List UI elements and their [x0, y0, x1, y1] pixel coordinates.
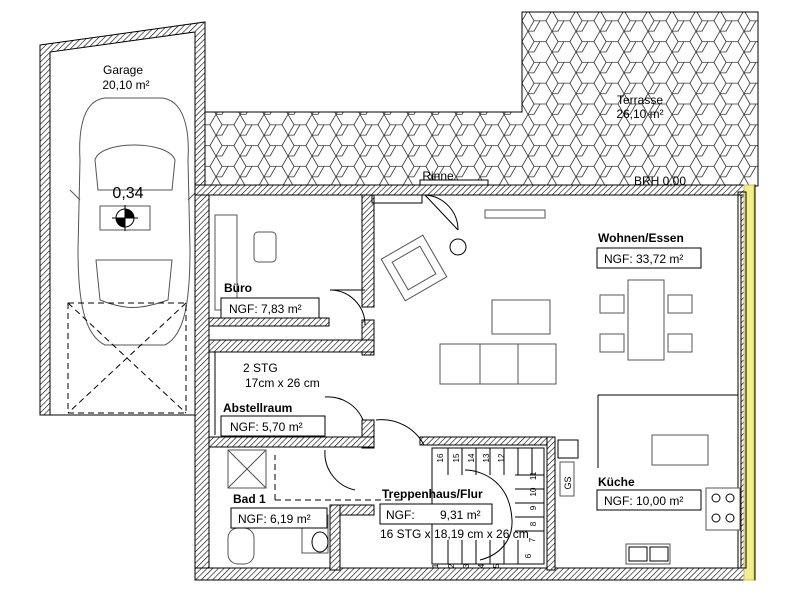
garage: [39, 21, 206, 416]
level-marker-icon: [112, 205, 138, 231]
kueche-ngf-box: [596, 489, 702, 511]
stove-icon: [705, 487, 741, 531]
bad-ngf: NGF: 6,19 m²: [238, 512, 311, 526]
sofa-icon: [439, 343, 557, 385]
stair-number: 5: [492, 563, 501, 568]
stair-number: 1: [431, 563, 440, 568]
kueche-ngf: NGF: 10,00 m²: [604, 494, 683, 508]
sink-icon: [625, 543, 671, 565]
stair-number: 11: [529, 471, 538, 480]
stair-number: 9: [529, 505, 538, 510]
treppe-ngf-label: NGF:: [386, 508, 415, 522]
stair-number: 12: [497, 453, 506, 462]
stg2-line1: 2 STG: [243, 361, 278, 375]
terrace-name: Terrasse: [617, 93, 663, 107]
stair-number: 7: [528, 537, 537, 542]
garage-level: 0,34: [112, 185, 143, 202]
buero-ngf: NGF: 7,83 m²: [229, 302, 302, 316]
stair-number: 16: [436, 453, 445, 462]
stg2-line2: 17cm x 26 cm: [245, 376, 320, 390]
garage-area: 20,10 m²: [102, 78, 149, 92]
bad-ngf-box: [230, 507, 328, 529]
living-furniture: [380, 191, 747, 569]
buero-ngf-box: [220, 297, 320, 319]
stair-number: 2: [447, 563, 456, 568]
stair-number: 15: [452, 453, 461, 462]
sideboard: [484, 209, 546, 219]
treppe-ngf-box: [379, 503, 493, 525]
terrace-area: [204, 11, 759, 189]
outer-walls: [194, 184, 756, 581]
wohnen-ngf-box: [596, 247, 702, 269]
interior-walls: [208, 194, 556, 571]
buero-name: Büro: [224, 281, 252, 295]
abstell-ngf-box: [220, 415, 326, 437]
armchair-icon: [380, 234, 448, 302]
gs-box: [559, 461, 575, 497]
garage-door-area: [67, 302, 187, 414]
dining-table-icon: [599, 279, 693, 361]
toilet-icon: [227, 527, 255, 565]
doors: [214, 194, 467, 491]
kueche-name: Küche: [598, 475, 635, 489]
treppe-stg: 16 STG x 18,19 cm x 26 cm: [380, 527, 529, 541]
wohnen-name: Wohnen/Essen: [598, 231, 684, 245]
stair-number: 3: [462, 563, 471, 568]
treppe-ngf-value: 9,31 m²: [440, 508, 481, 522]
stair-number: 4: [477, 563, 486, 568]
office-chair-icon: [253, 231, 277, 263]
bath-furniture: [227, 449, 329, 565]
wohnen-ngf: NGF: 33,72 m²: [604, 252, 683, 266]
kitchen-furniture: [557, 394, 741, 565]
terrace-area-label: 26,10 m²: [616, 107, 663, 121]
garage-name: Garage: [103, 63, 143, 77]
highlight-strip: [743, 184, 755, 581]
stair-number: 8: [529, 521, 538, 526]
treppe-name: Treppenhaus/Flur: [382, 487, 483, 501]
gs-label: GS: [563, 476, 573, 489]
stair-number: 13: [482, 453, 491, 462]
abstell-name: Abstellraum: [223, 401, 292, 415]
rinne-label: Rinne: [422, 169, 454, 183]
brh-label: BRH 0,00: [634, 174, 686, 188]
coffee-table: [491, 299, 551, 335]
bad-name: Bad 1: [233, 492, 266, 506]
stair-number: 10: [529, 487, 538, 496]
stair-number: 14: [467, 453, 476, 462]
zone-lines: [274, 455, 405, 501]
stair-number: 6: [524, 553, 533, 558]
fuse-box: [557, 439, 579, 459]
abstell-ngf: NGF: 5,70 m²: [230, 420, 303, 434]
